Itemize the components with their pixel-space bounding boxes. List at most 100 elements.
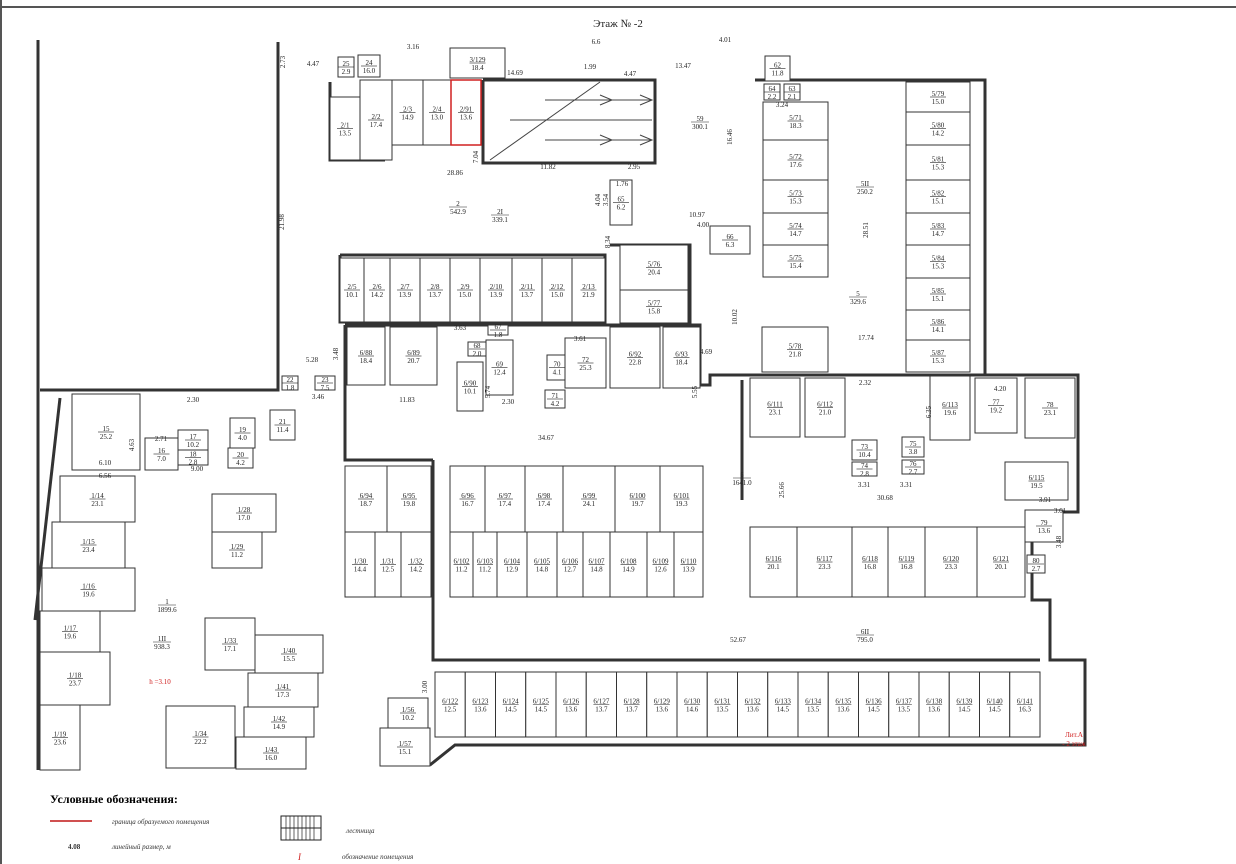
room-number: 23 <box>322 376 330 384</box>
room-area: 13.6 <box>1038 527 1051 535</box>
room-number: 1/41 <box>277 683 290 691</box>
room-area: 12.9 <box>506 566 519 574</box>
room-number: 6/95 <box>403 492 416 500</box>
room-area: 11.2 <box>231 551 243 559</box>
room-number: 6/108 <box>621 558 637 566</box>
room-area: 10.2 <box>187 441 200 449</box>
room-number: 6/121 <box>993 555 1009 563</box>
room-area: 16.0 <box>363 67 376 75</box>
room-area: 16.8 <box>864 563 877 571</box>
zone-area: 339.1 <box>492 216 508 224</box>
room-area: 15.1 <box>932 295 945 303</box>
dimension-label: 2.95 <box>628 163 641 171</box>
dimension-label: 3.61 <box>1054 507 1067 515</box>
room-area: 19.6 <box>82 591 95 599</box>
room-number: 1/18 <box>69 672 82 680</box>
room-number: 1/14 <box>91 492 104 500</box>
room-19: 194.0 <box>229 417 256 449</box>
room-area: 1.8 <box>494 331 503 339</box>
room-number: 63 <box>789 85 797 93</box>
room-area: 14.8 <box>536 566 549 574</box>
room-number: 3/129 <box>470 56 486 64</box>
room-number: 2/9 <box>461 283 470 291</box>
room-area: 23.1 <box>1044 409 1057 417</box>
room-number: 5/74 <box>789 222 802 230</box>
dimension-label: 10.97 <box>689 211 705 219</box>
room-number: 5/86 <box>932 318 945 326</box>
dimension-label: 6.56 <box>99 472 112 480</box>
room-number: 6/93 <box>675 351 688 359</box>
room-number: 6/102 <box>454 558 470 566</box>
room-number: 6/125 <box>533 698 549 706</box>
dimension-label: 4.63 <box>128 438 136 451</box>
dimension-label: 3.31 <box>900 481 913 489</box>
zone-number: 2 <box>456 200 460 208</box>
room-number: 6/94 <box>360 492 373 500</box>
room-area: 1.8 <box>286 384 295 392</box>
room-area: 2.0 <box>473 350 482 358</box>
room-number: 5/79 <box>932 90 945 98</box>
room-22: 221.8 <box>281 375 299 392</box>
dimension-label: 16.46 <box>726 129 734 145</box>
room-area: 14.2 <box>410 566 423 574</box>
dimension-label: 3.61 <box>574 335 587 343</box>
room-number: 6/134 <box>805 698 821 706</box>
room-area: 2.7 <box>1032 565 1041 573</box>
room-area: 4.2 <box>551 400 560 408</box>
zone-area: 250.2 <box>857 188 873 196</box>
zone-number: 59 <box>697 115 705 123</box>
room-area: 17.1 <box>224 645 237 653</box>
room-area: 19.3 <box>675 500 688 508</box>
dimension-label: 3.91 <box>1039 496 1052 504</box>
room-area: 13.6 <box>474 706 487 714</box>
room-outline <box>709 225 751 255</box>
room-area: 17.4 <box>538 500 551 508</box>
room-number: 6/115 <box>1029 474 1045 482</box>
room-area: 14.5 <box>535 706 548 714</box>
room-area: 13.0 <box>431 114 444 122</box>
room-number: 5/83 <box>932 222 945 230</box>
room-area: 24.1 <box>583 500 596 508</box>
floor-title: Этаж № -2 <box>593 18 643 30</box>
room-area: 13.9 <box>490 291 503 299</box>
room-area: 3.8 <box>909 448 918 456</box>
room-number: 21 <box>279 418 287 426</box>
room-number: 6/107 <box>589 558 605 566</box>
room-2-4: 2/413.0 <box>422 79 452 146</box>
room-64: 642.2 <box>763 83 781 101</box>
room-number: 1/34 <box>194 730 207 738</box>
room-number: 1/42 <box>273 715 286 723</box>
room-area: 18.4 <box>471 64 484 72</box>
room-number: 1/28 <box>238 506 251 514</box>
room-number: 6/100 <box>630 492 646 500</box>
dimension-label: 3.48 <box>332 347 340 360</box>
